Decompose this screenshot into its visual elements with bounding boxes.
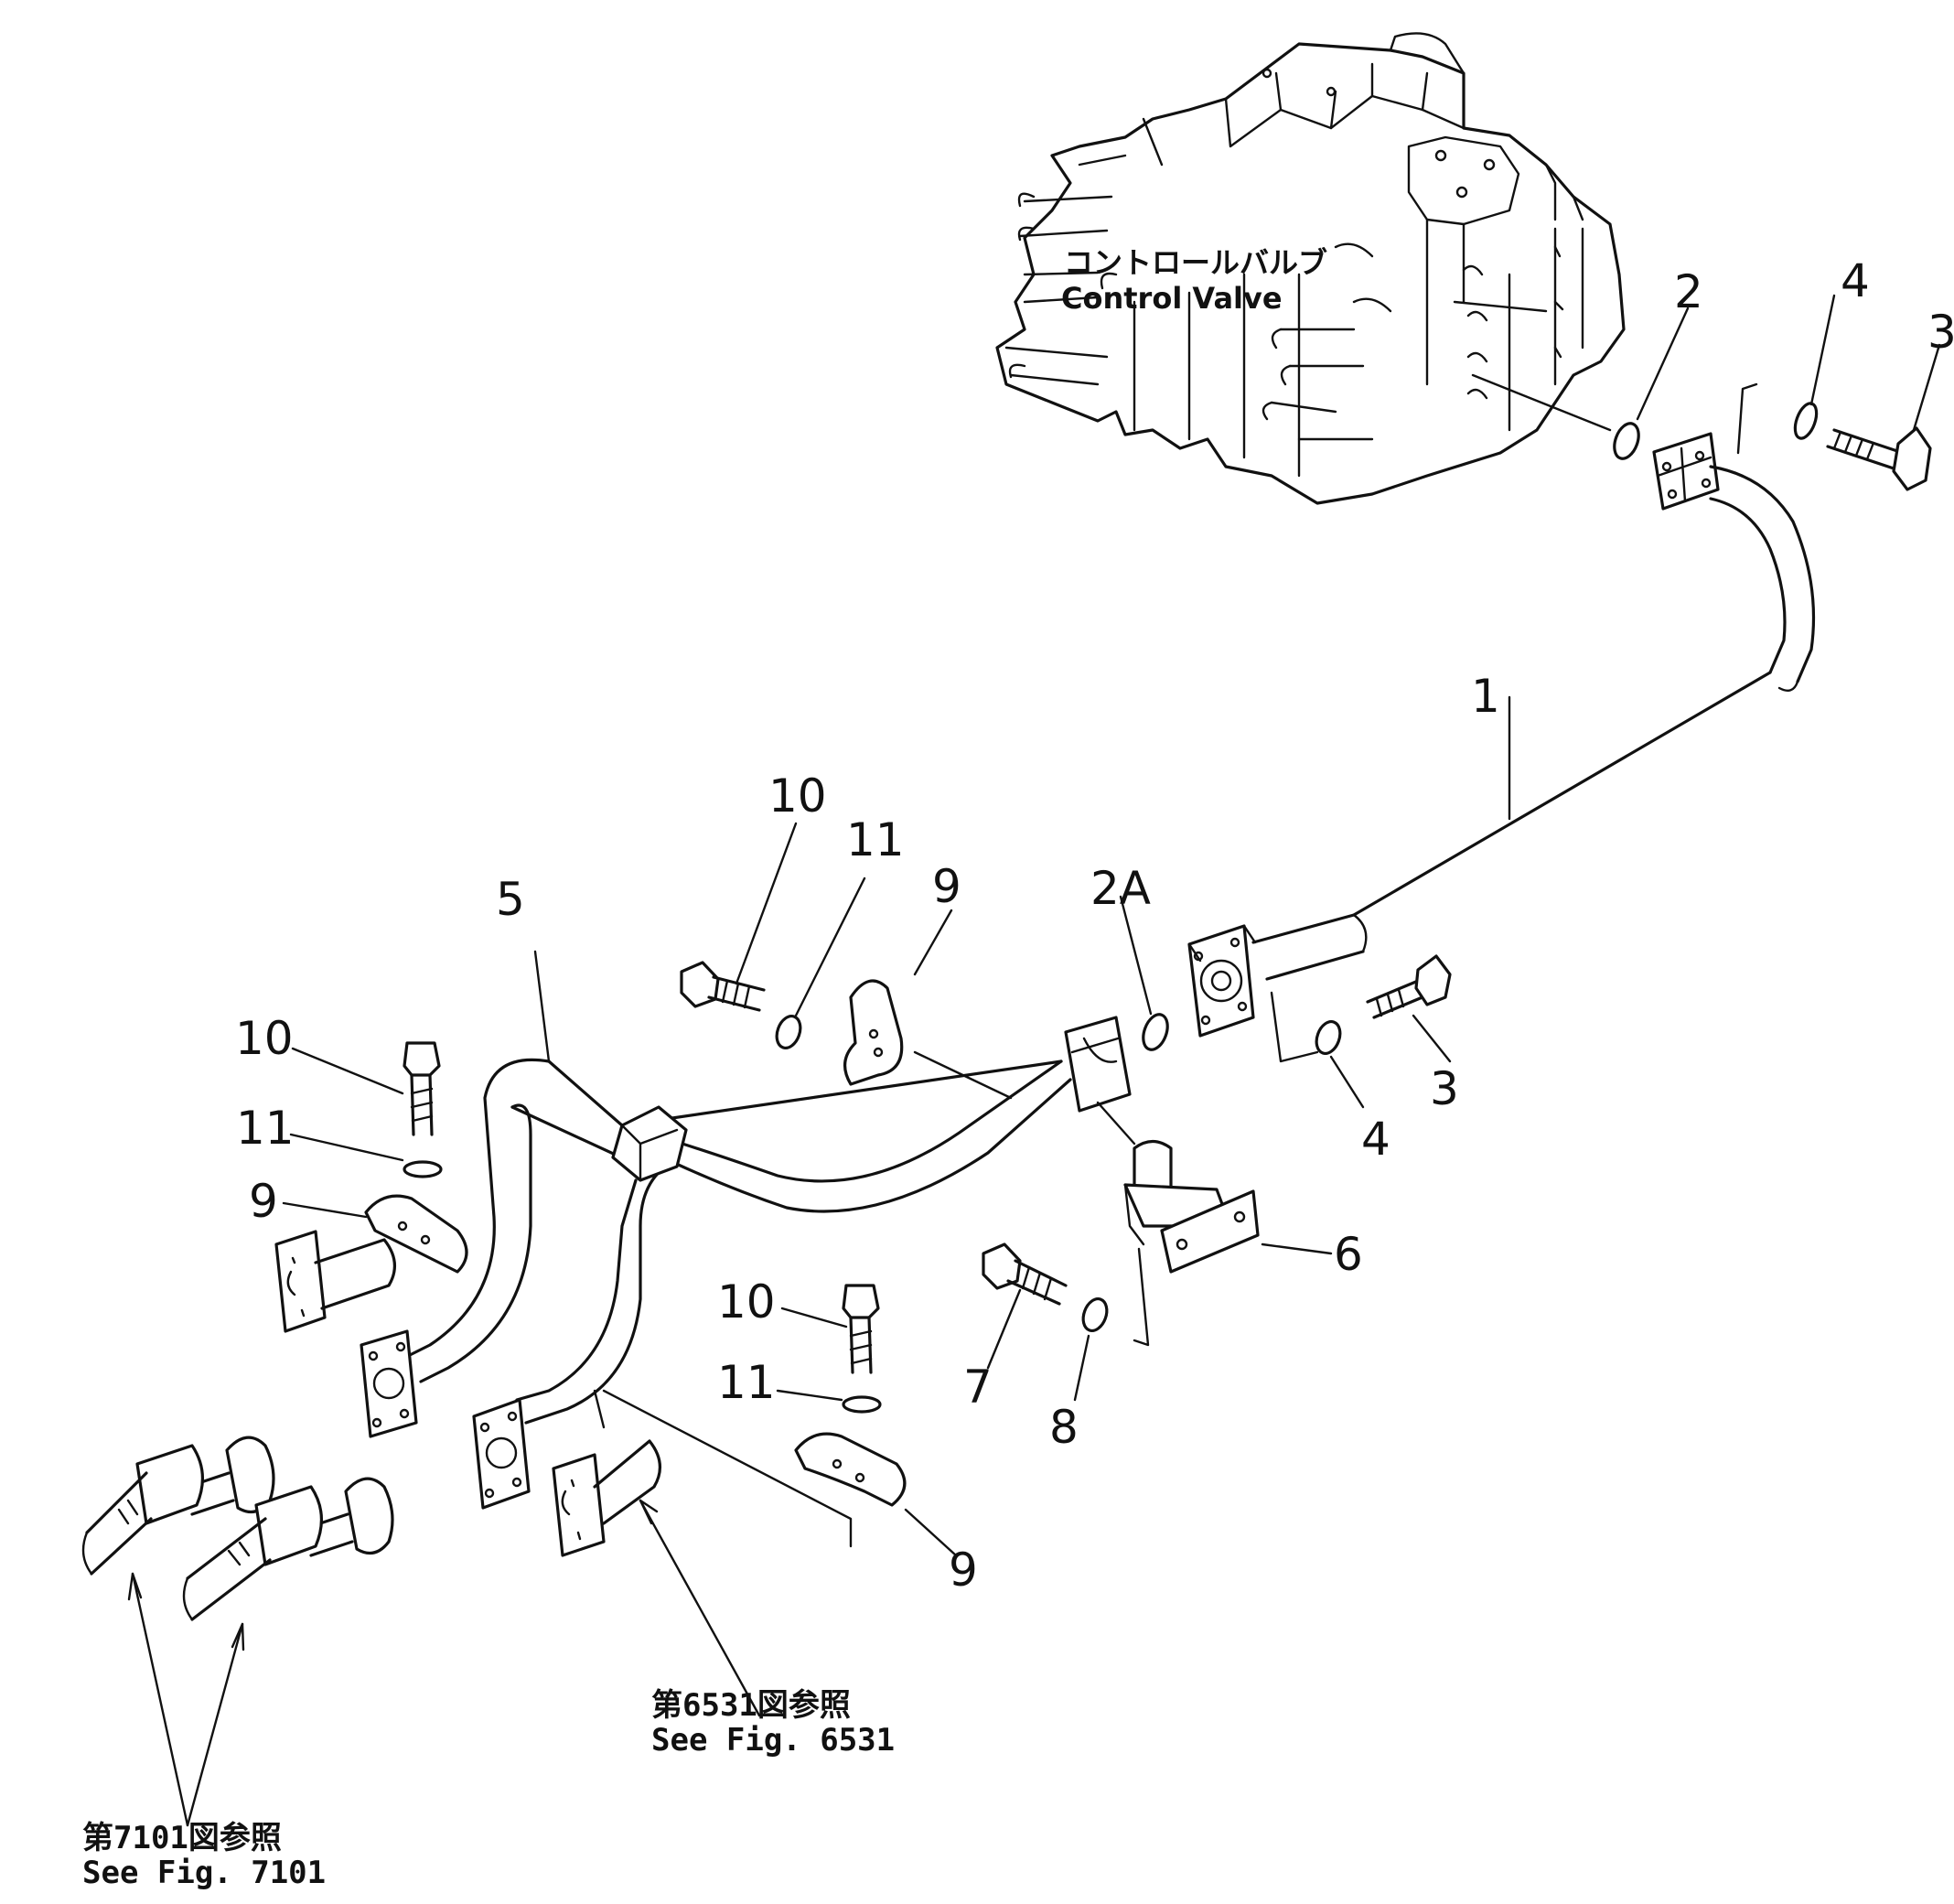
bolt-3-mid (1366, 954, 1452, 1019)
ref-6531-en: See Fig. 6531 (651, 1722, 895, 1759)
callout-4-top: 4 (1841, 254, 1870, 307)
washer-4-mid (1315, 1019, 1342, 1056)
bolt-10-top (680, 961, 766, 1012)
callout-10-top: 10 (768, 769, 827, 823)
washer-11-left (403, 1160, 443, 1178)
callout-6: 6 (1334, 1228, 1363, 1281)
callout-9-top: 9 (932, 860, 961, 913)
o-ring-2a (1142, 1013, 1169, 1051)
callout-11-mid: 11 (717, 1356, 776, 1409)
ref-7101-en: See Fig. 7101 (82, 1855, 326, 1891)
pipe-1 (1187, 432, 1816, 1038)
ref-6531-jp: 第6531図参照 (651, 1687, 851, 1724)
clamp-9-top (843, 979, 904, 1086)
clamp-9-left (364, 1194, 468, 1274)
callout-8: 8 (1049, 1401, 1079, 1454)
callout-3-top: 3 (1927, 306, 1954, 359)
bracket-6 (1123, 1139, 1260, 1274)
callout-2a: 2A (1090, 862, 1151, 915)
washer-11-mid (842, 1395, 882, 1414)
washer-11-top (775, 1014, 802, 1050)
washer-8 (1081, 1296, 1109, 1333)
callout-11-left: 11 (236, 1102, 295, 1155)
callout-4-mid: 4 (1361, 1113, 1390, 1166)
washer-4-top (1793, 402, 1819, 440)
control-valve-label-jp: コントロールバルブ (1064, 245, 1327, 280)
ref-7101-jp: 第7101図参照 (82, 1820, 282, 1856)
callout-2: 2 (1674, 265, 1703, 318)
callout-9-left: 9 (249, 1175, 278, 1228)
clamp-9-bottom (794, 1432, 907, 1507)
control-valve-label-en: Control Valve (1061, 281, 1283, 316)
assembly-lines (593, 373, 1758, 1548)
callout-1: 1 (1471, 670, 1500, 723)
callout-7: 7 (963, 1361, 993, 1414)
callout-10-mid: 10 (717, 1275, 776, 1328)
callout-3-mid: 3 (1430, 1062, 1459, 1115)
bolt-10-left (403, 1041, 441, 1136)
bolt-10-mid (842, 1284, 880, 1374)
bolt-7 (982, 1242, 1068, 1306)
control-valve (995, 32, 1626, 505)
o-ring-2 (1613, 422, 1640, 460)
leader-lines (127, 294, 1941, 1827)
bolt-3-top (1826, 426, 1932, 491)
callout-10-left: 10 (235, 1012, 294, 1065)
callout-9-bottom: 9 (949, 1544, 978, 1597)
callout-5: 5 (496, 873, 525, 926)
mating-tube-ends (81, 1230, 661, 1621)
callout-11-top: 11 (846, 813, 905, 866)
pipe-5 (360, 1016, 1132, 1510)
